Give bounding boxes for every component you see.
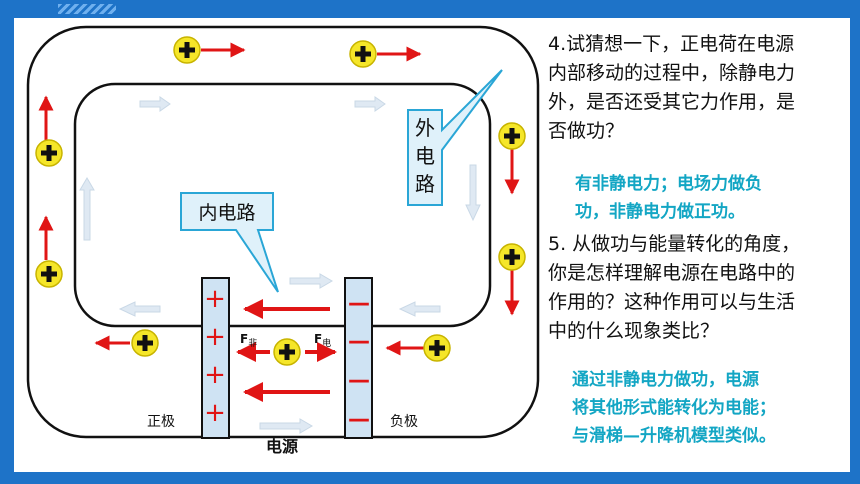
outer-loop bbox=[26, 25, 540, 439]
question-5: 5. 从做功与能量转化的角度， 你是怎样理解电源在电路中的 作用的？这种作用可以… bbox=[548, 230, 800, 346]
faint-arrow-left bbox=[79, 177, 95, 241]
faint-arrow-bottom-right bbox=[398, 301, 441, 317]
q5-line-2: 你是怎样理解电源在电路中的 bbox=[548, 262, 796, 284]
q4-line-1: 4.试猜想一下，正电荷在电源 bbox=[548, 33, 795, 55]
faint-arrow-inner-top bbox=[289, 273, 333, 289]
plate-minus-1: — bbox=[348, 291, 370, 316]
a5-line-3: 与滑梯—升降机模型类似。 bbox=[572, 426, 776, 446]
positive-plate bbox=[201, 277, 230, 439]
q4-line-4: 否做功？ bbox=[548, 120, 625, 142]
plate-minus-signs: — — — — bbox=[348, 291, 370, 432]
bottom-bar bbox=[14, 472, 860, 484]
charge-source bbox=[273, 338, 301, 366]
outer-circuit-text: 外 电 路 bbox=[415, 116, 435, 196]
faint-arrow-top-right bbox=[354, 96, 386, 112]
inner-loop bbox=[73, 82, 492, 328]
q5-line-1: 5. 从做功与能量转化的角度， bbox=[548, 233, 801, 255]
charge-bottom-left bbox=[131, 329, 159, 357]
faint-arrow-right bbox=[465, 164, 481, 222]
charge-arrows bbox=[38, 42, 520, 356]
inner-circuit-text: 内电路 bbox=[198, 202, 255, 224]
charge-top-left bbox=[173, 36, 201, 64]
force-electric-label: F电 bbox=[314, 332, 331, 349]
charge-left-lower bbox=[35, 260, 63, 288]
q5-line-3: 作用的？这种作用可以与生活 bbox=[548, 291, 796, 313]
left-bar bbox=[0, 18, 14, 484]
q5-line-4: 中的什么现象类比？ bbox=[548, 320, 720, 342]
outer-circuit-callout bbox=[407, 69, 503, 206]
a5-line-2: 将其他形式能转化为电能； bbox=[572, 398, 776, 418]
faint-arrow-source bbox=[259, 418, 313, 434]
negative-electrode-label: 负极 bbox=[390, 414, 418, 430]
outer-char-3: 路 bbox=[415, 172, 435, 196]
positive-electrode-label: 正极 bbox=[147, 414, 175, 430]
outer-char-1: 外 bbox=[415, 116, 435, 140]
plate-minus-4: — bbox=[348, 407, 370, 432]
answer-5: 通过非静电力做功，电源 将其他形式能转化为电能； 与滑梯—升降机模型类似。 bbox=[572, 366, 776, 450]
question-4: 4.试猜想一下，正电荷在电源 内部移动的过程中，除静电力 外，是否还受其它力作用… bbox=[548, 30, 795, 146]
a4-line-1: 有非静电力；电场力做负 bbox=[575, 174, 762, 194]
positive-charges bbox=[35, 36, 526, 366]
charge-top-right bbox=[349, 40, 377, 68]
charge-bottom-right bbox=[423, 334, 451, 362]
charge-right-lower bbox=[498, 243, 526, 271]
outer-char-2: 电 bbox=[415, 144, 435, 168]
answer-4: 有非静电力；电场力做负 功，非静电力做正功。 bbox=[575, 170, 762, 226]
right-bar bbox=[850, 18, 860, 472]
q4-line-3: 外，是否还受其它力作用，是 bbox=[548, 91, 796, 113]
charge-left-upper bbox=[35, 139, 63, 167]
internal-arrows bbox=[236, 299, 337, 402]
slide-area bbox=[14, 18, 850, 472]
negative-plate bbox=[344, 277, 373, 439]
plate-plus-3: + bbox=[204, 360, 226, 390]
a4-line-2: 功，非静电力做正功。 bbox=[575, 202, 745, 222]
inner-circuit-callout bbox=[180, 192, 279, 293]
plate-plus-signs: + + + + bbox=[204, 284, 226, 428]
faint-flow-arrows bbox=[79, 96, 481, 434]
power-source-label: 电源 bbox=[266, 437, 298, 456]
plate-plus-1: + bbox=[204, 284, 226, 314]
plate-minus-3: — bbox=[348, 368, 370, 393]
a5-line-1: 通过非静电力做功，电源 bbox=[572, 370, 759, 390]
plate-plus-4: + bbox=[204, 398, 226, 428]
force-nonstatic-label: F非 bbox=[240, 332, 257, 349]
faint-arrow-bottom-left bbox=[118, 301, 161, 317]
q4-line-2: 内部移动的过程中，除静电力 bbox=[548, 62, 796, 84]
plate-minus-2: — bbox=[348, 329, 370, 354]
top-bar bbox=[0, 0, 860, 18]
faint-arrow-top-left bbox=[139, 96, 171, 112]
charge-right-upper bbox=[498, 122, 526, 150]
plate-plus-2: + bbox=[204, 322, 226, 352]
top-bar-stripe bbox=[58, 4, 116, 14]
